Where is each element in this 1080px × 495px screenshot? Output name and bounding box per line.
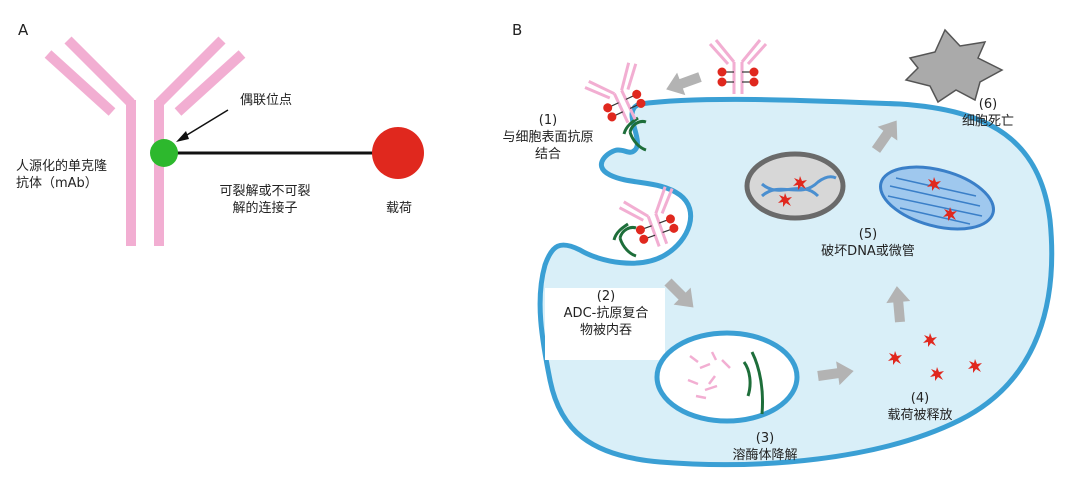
panel-a-letter: A (18, 21, 29, 39)
microtubule-organelle (879, 165, 995, 231)
step3-text: 溶酶体降解 (732, 448, 798, 463)
antibody-label: 人源化的单克隆 抗体（mAb） (16, 158, 107, 192)
step6-text: 细胞死亡 (961, 114, 1015, 129)
linker-label: 可裂解或不可裂 解的连接子 (219, 183, 310, 217)
panel-a-antibody (44, 36, 246, 246)
payload-label: 载荷 (386, 201, 413, 216)
step4-text: 载荷被释放 (887, 408, 953, 423)
step6-label: (6) 细胞死亡 (962, 96, 1014, 130)
conjugation-site (150, 139, 178, 167)
step3-number: (3) (755, 431, 775, 446)
lysosome (654, 330, 800, 424)
step2-number: (2) (596, 289, 616, 304)
antibody-label-line2: 抗体（mAb） (16, 176, 98, 191)
step2-line1: ADC-抗原复合 (563, 306, 649, 321)
step2-label: (2) ADC-抗原复合 物被内吞 (564, 288, 649, 339)
antibody-label-line1: 人源化的单克隆 (16, 159, 108, 174)
step1-line1: 与细胞表面抗原 (502, 130, 594, 145)
linker-label-line1: 可裂解或不可裂 (219, 184, 311, 199)
arrow-bind (662, 65, 705, 101)
conjugation-label: 偶联位点 (240, 93, 293, 108)
pointer-arrow (176, 109, 229, 142)
payload-circle (372, 127, 424, 179)
panel-b-letter: B (512, 21, 523, 39)
step1-label: (1) 与细胞表面抗原 结合 (502, 112, 593, 163)
nucleus (744, 151, 846, 221)
step4-label: (4) 载荷被释放 (887, 390, 952, 424)
step3-label: (3) 溶酶体降解 (732, 430, 797, 464)
step1-number: (1) (538, 113, 558, 128)
free-adc (708, 38, 768, 96)
endosome-antigen (612, 222, 638, 258)
dead-cell (904, 28, 1004, 104)
step5-number: (5) (858, 227, 878, 242)
step5-label: (5) 破坏DNA或微管 (821, 226, 915, 260)
step1-line2: 结合 (534, 147, 562, 162)
step5-text: 破坏DNA或微管 (821, 244, 915, 259)
step6-number: (6) (978, 97, 998, 112)
step2-line2: 物被内吞 (579, 323, 633, 338)
linker-label-line2: 解的连接子 (232, 201, 298, 216)
step4-number: (4) (910, 391, 930, 406)
